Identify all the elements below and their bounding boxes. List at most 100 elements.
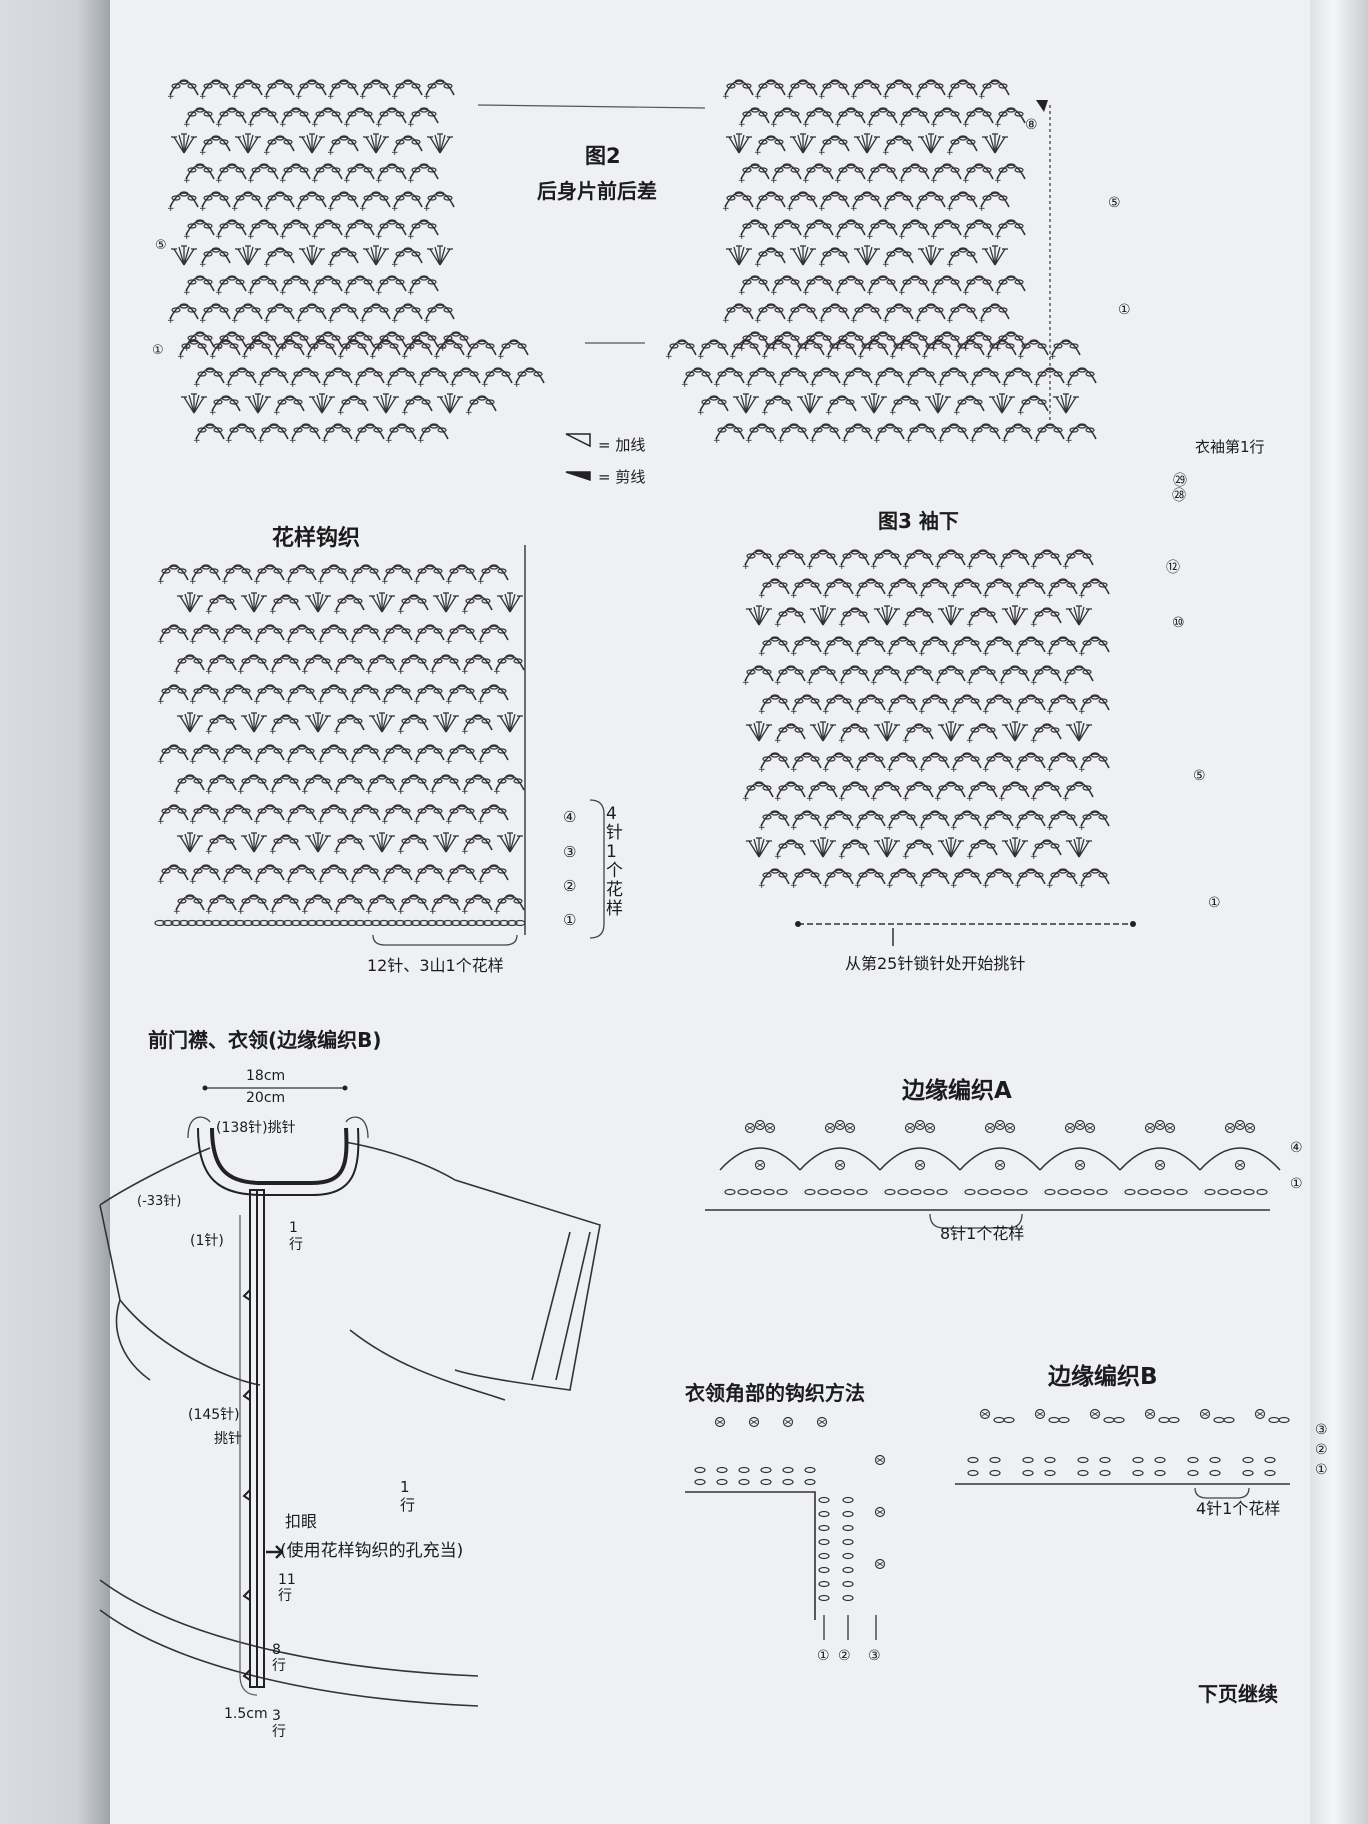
chain-arch-symbol [881, 135, 914, 159]
chain-arch-symbol [396, 774, 429, 798]
chain-stitch-symbol [977, 1188, 989, 1196]
chain-arch-symbol [220, 804, 253, 828]
chain-arch-symbol [833, 163, 866, 187]
chain-arch-symbol [1045, 694, 1078, 718]
chain-arch-symbol [476, 864, 509, 888]
chain-arch-symbol [294, 191, 327, 215]
chain-arch-symbol [188, 804, 221, 828]
chain-arch-symbol [840, 367, 873, 391]
chain-arch-symbol [785, 303, 818, 327]
bobble-stitch-symbol [744, 1122, 756, 1134]
chain-arch-symbol [968, 367, 1001, 391]
chain-arch-symbol [837, 549, 870, 573]
chain-stitch-symbol [936, 1188, 948, 1196]
chain-arch-symbol [156, 684, 189, 708]
bobble-stitch-symbol [1234, 1159, 1246, 1171]
edgeA-row4: ④ [1290, 1140, 1303, 1156]
fan-stitch-symbol [432, 712, 460, 733]
chain-stitch-symbol [1278, 1416, 1290, 1424]
chain-arch-symbol [422, 303, 455, 327]
chain-arch-symbol [310, 107, 343, 131]
chain-stitch-symbol [842, 1496, 854, 1504]
fig2-left-row1-label: ① [152, 343, 164, 358]
chain-arch-symbol [316, 804, 349, 828]
chain-arch-symbol [332, 834, 365, 858]
chain-arch-symbol [336, 395, 369, 419]
figure2-left-stitch-chart [166, 79, 545, 447]
chain-arch-symbol [833, 275, 866, 299]
chain-arch-symbol [1077, 694, 1110, 718]
chain-arch-symbol [961, 219, 994, 243]
bobble-stitch-symbol [824, 1122, 836, 1134]
chain-arch-symbol [853, 752, 886, 776]
bobble-stitch-symbol [1154, 1119, 1166, 1131]
chain-arch-symbol [913, 79, 946, 103]
chain-arch-symbol [757, 694, 790, 718]
chain-stitch-symbol [694, 1466, 706, 1474]
fan-stitch-symbol [298, 245, 326, 266]
chain-stitch-symbol [1187, 1469, 1199, 1477]
bobble-stitch-symbol [914, 1119, 926, 1131]
bobble-stitch-symbol [1164, 1122, 1176, 1134]
chain-arch-symbol [865, 219, 898, 243]
chain-arch-symbol [156, 564, 189, 588]
collar-title: 衣领角部的钩织方法 [685, 1381, 865, 1405]
fan-stitch-symbol [981, 245, 1009, 266]
chain-arch-symbol [300, 654, 333, 678]
chain-arch-symbol [721, 303, 754, 327]
chain-arch-symbol [172, 654, 205, 678]
chain-stitch-symbol [1150, 1188, 1162, 1196]
fan-stitch-symbol [496, 592, 524, 613]
fan-stitch-symbol [298, 133, 326, 154]
chain-arch-symbol [1013, 868, 1046, 892]
chain-arch-symbol [1029, 839, 1062, 863]
fig2-row1-label: ① [1118, 302, 1131, 318]
chain-arch-symbol [432, 339, 465, 363]
chain-arch-symbol [512, 367, 545, 391]
chain-arch-symbol [865, 163, 898, 187]
chain-stitch-symbol [989, 1469, 1001, 1477]
fan-stitch-symbol [1065, 837, 1093, 858]
fan-stitch-symbol [362, 245, 390, 266]
chain-arch-symbol [853, 868, 886, 892]
chain-arch-symbol [320, 367, 353, 391]
chain-stitch-symbol [967, 1456, 979, 1464]
chain-arch-symbol [936, 367, 969, 391]
continued-next-page: 下页继续 [1198, 1682, 1278, 1706]
chain-arch-symbol [753, 79, 786, 103]
edgeA-repeat-bracket [929, 1213, 1023, 1229]
chain-arch-symbol [773, 607, 806, 631]
bobble-stitch-symbol [754, 1159, 766, 1171]
chain-arch-symbol [721, 79, 754, 103]
chain-arch-symbol [897, 163, 930, 187]
chain-arch-symbol [721, 191, 754, 215]
chain-arch-symbol [817, 303, 850, 327]
bobble-stitch-symbol [1244, 1122, 1256, 1134]
chain-arch-symbol [853, 636, 886, 660]
chain-arch-symbol [952, 395, 985, 419]
edgeA-title: 边缘编织A [902, 1078, 1012, 1104]
chain-arch-symbol [268, 834, 301, 858]
chain-arch-symbol [268, 714, 301, 738]
chain-arch-symbol [230, 303, 263, 327]
chain-arch-symbol [1032, 367, 1065, 391]
chain-arch-symbol [1045, 868, 1078, 892]
pattern-repeat-rows: 4针1个花样 [606, 804, 623, 919]
bobble-stitch-symbol [1144, 1408, 1156, 1420]
chain-arch-symbol [326, 191, 359, 215]
chain-arch-symbol [396, 594, 429, 618]
chain-stitch-symbol [1154, 1456, 1166, 1464]
chain-arch-symbol [342, 107, 375, 131]
chain-stitch-symbol [716, 1478, 728, 1486]
pattern-row3: ③ [563, 843, 577, 861]
chain-arch-symbol [945, 79, 978, 103]
chain-arch-symbol [933, 781, 966, 805]
chain-arch-symbol [204, 774, 237, 798]
fan-stitch-symbol [234, 133, 262, 154]
chain-stitch-symbol [1242, 1469, 1254, 1477]
chain-arch-symbol [230, 79, 263, 103]
chain-arch-symbol [380, 684, 413, 708]
chain-stitch-symbol [1016, 1188, 1028, 1196]
fan-stitch-symbol [1052, 393, 1080, 414]
chain-arch-symbol [773, 839, 806, 863]
